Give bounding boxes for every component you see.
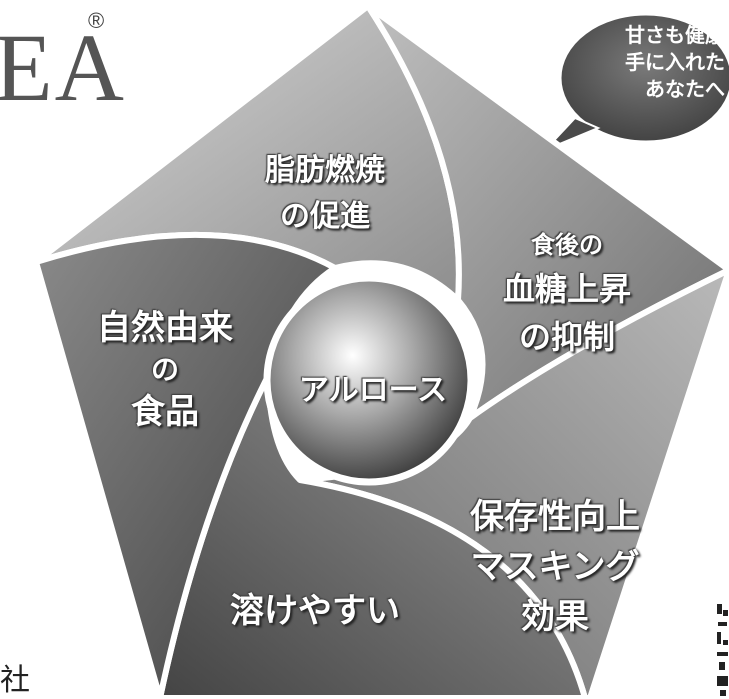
- speech-balloon: [558, 12, 729, 144]
- label-blood-sugar: 食後の 血糖上昇 の抑制: [482, 225, 652, 361]
- label-line: マスキング: [470, 547, 640, 587]
- label-line: 効果: [521, 597, 589, 637]
- registered-mark: ®: [88, 8, 105, 33]
- label-line: 脂肪燃焼: [265, 153, 385, 188]
- label-line: 保存性向上: [470, 497, 640, 537]
- corner-text-fragment: 社: [0, 664, 30, 697]
- label-line: 溶けやすい: [230, 591, 400, 631]
- label-preservation: 保存性向上 マスキング 効果: [430, 492, 680, 642]
- label-line: 食品: [131, 392, 199, 432]
- center-label: アルロース: [298, 373, 448, 408]
- label-line: の抑制: [518, 318, 615, 356]
- qr-code-fragment: [716, 600, 729, 698]
- label-line: の促進: [280, 199, 370, 234]
- label-natural-food: 自然由来 の 食品: [80, 305, 250, 435]
- balloon-line-2: 手に入れた: [625, 50, 725, 74]
- balloon-line-3: あなたへ: [645, 77, 725, 101]
- label-line: 食後の: [531, 230, 603, 259]
- brand-logo: EA: [0, 14, 126, 121]
- balloon-line-1: 甘さも健康: [625, 23, 725, 47]
- center-circle: [263, 274, 475, 486]
- label-line: 自然由来: [97, 308, 233, 348]
- label-line: の: [150, 353, 179, 386]
- label-dissolves: 溶けやすい: [205, 588, 425, 634]
- balloon-text: 甘さも健康 手に入れた あなたへ: [555, 22, 725, 103]
- label-fat-burning: 脂肪燃焼 の促進: [240, 148, 410, 240]
- label-line: 血糖上昇: [502, 270, 631, 308]
